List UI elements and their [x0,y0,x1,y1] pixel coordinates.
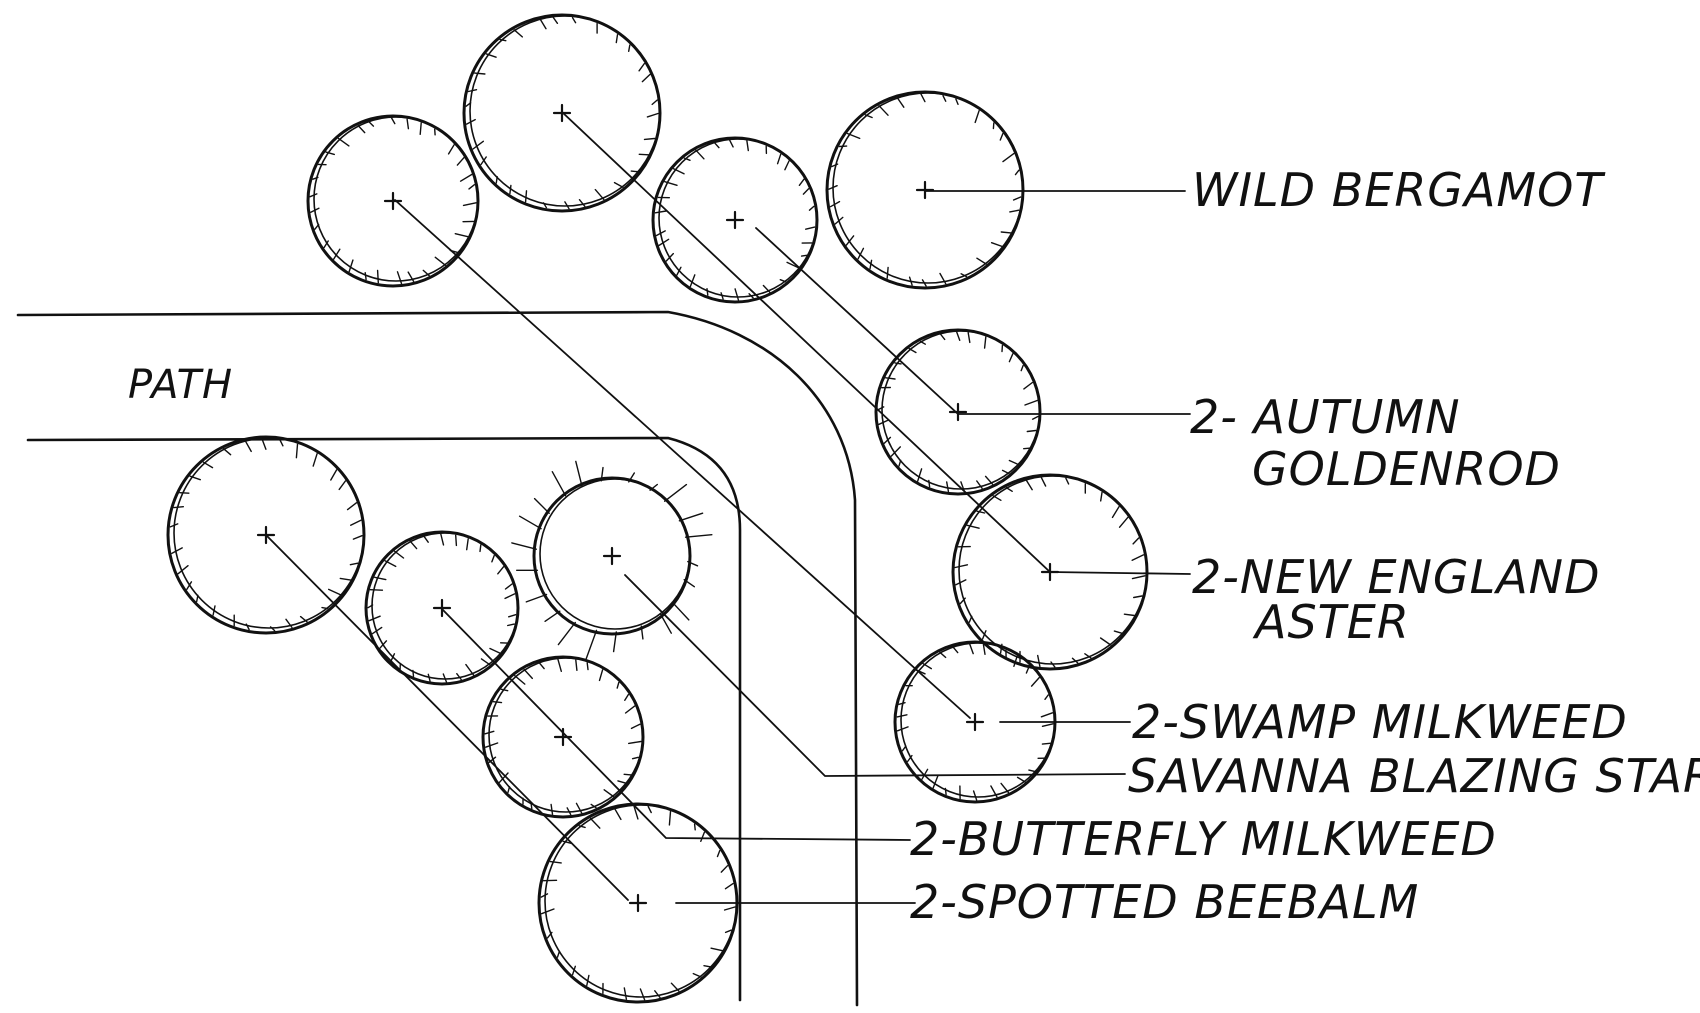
path-inner-edge [26,436,742,1002]
plant-center-mark [602,546,622,566]
label-spotted-beebalm: 2-SPOTTED BEEBALM [910,875,1419,929]
path [16,310,859,1007]
leader-lines [265,111,1191,904]
plant-labels: WILD BERGAMOT 2- AUTUMN GOLDENROD 2-NEW … [910,163,1700,929]
leader-spotted-beebalm [265,534,629,901]
label-new-england-aster-line2: ASTER [1252,595,1410,649]
plant-center-mark [628,893,648,913]
label-autumn-goldenrod-line1: 2- AUTUMN [1190,390,1461,444]
path-label: PATH [128,362,233,408]
leader-autumn-goldenrod [755,227,1191,415]
label-swamp-milkweed: 2-SWAMP MILKWEED [1132,695,1628,749]
plant-fringe [511,460,713,660]
plant-center-mark [965,712,985,732]
plant-outline-inner [488,657,644,813]
plant-symbol-butterfly [481,655,645,819]
label-new-england-aster-line1: 2-NEW ENGLAND [1192,550,1601,604]
plant-fringe [828,93,1022,287]
plant-fringe [877,331,1039,493]
label-wild-bergamot: WILD BERGAMOT [1192,163,1606,217]
plant-center-mark [725,210,745,230]
label-savanna-blazing-star: SAVANNA BLAZING STAR [1128,749,1700,803]
plant-fringe [896,643,1054,801]
plant-symbol-mid-left [364,530,520,686]
plant-outline-inner [544,804,738,998]
plant-center-mark [948,402,968,422]
plant-symbol-wild-bergamot [825,90,1025,290]
plant-symbol-left-top [306,114,480,288]
path-outer-edge [16,310,859,1007]
plant-fringe [367,533,517,683]
leader-savanna-blazing-star [624,574,1126,777]
plant-symbol-center-small [651,136,819,304]
plant-fringe [540,805,736,1001]
leader-butterfly-milkweed [441,608,911,841]
plant-center-mark [432,598,452,618]
plant-center-mark [553,727,573,747]
plant-fringe [654,139,816,301]
plant-fringe [954,476,1146,668]
plant-outline-inner [469,15,661,207]
plant-outline-inner [881,330,1041,490]
plant-outline-inner [900,642,1056,798]
plant-fringe [169,438,363,632]
plant-symbol-autumn-goldenrod [874,328,1042,496]
label-autumn-goldenrod-line2: GOLDENROD [1252,442,1561,496]
plant-center-mark [915,180,935,200]
plant-symbols [166,13,1149,1004]
leader-new-england-aster [561,111,1191,575]
plant-center-mark [383,191,403,211]
plant-symbol-big-left [166,435,366,635]
plant-outline-inner [313,116,479,282]
plant-outline-inner [173,437,365,629]
label-butterfly-milkweed: 2-BUTTERFLY MILKWEED [910,812,1497,866]
plant-outline-inner [371,532,519,680]
plant-fringe [309,117,477,285]
leader-swamp-milkweed [394,199,971,719]
plant-symbol-blazing-star [511,460,713,660]
plant-outline-inner [658,138,818,298]
plant-fringe [484,658,642,816]
plant-outline-inner [539,478,691,630]
plant-fringe [465,16,659,210]
